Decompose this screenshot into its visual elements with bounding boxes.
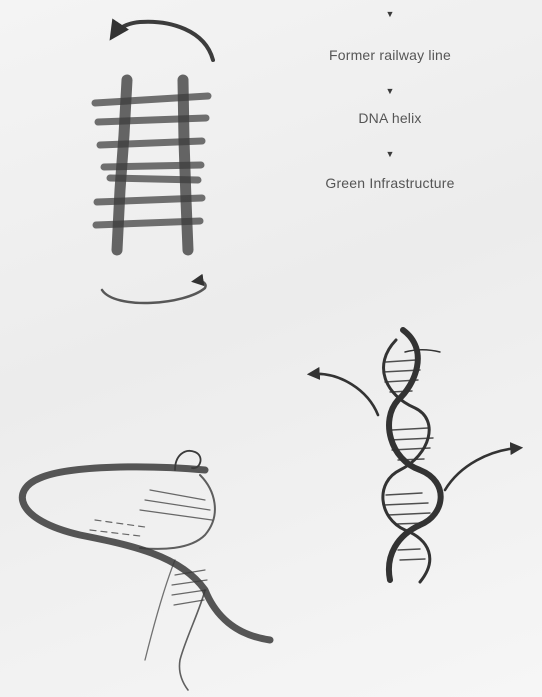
- top-rotation-arrow-icon: [114, 22, 213, 60]
- swirl-lower-strand: [145, 560, 175, 660]
- railway-ladder-sketch: [95, 22, 213, 303]
- helix-right-arrow-icon: [445, 448, 518, 490]
- helix-strand-a: [389, 330, 441, 580]
- helix-top-strand-tail: [405, 350, 440, 352]
- green-infrastructure-swirl-sketch: [22, 451, 270, 690]
- helix-left-arrow-icon: [312, 374, 378, 415]
- swirl-outer-band: [22, 467, 270, 640]
- dna-helix-sketch: [312, 330, 518, 582]
- bottom-rotation-arrow-icon: [102, 281, 206, 303]
- swirl-descending-strand: [179, 590, 205, 690]
- swirl-hatching: [90, 490, 212, 605]
